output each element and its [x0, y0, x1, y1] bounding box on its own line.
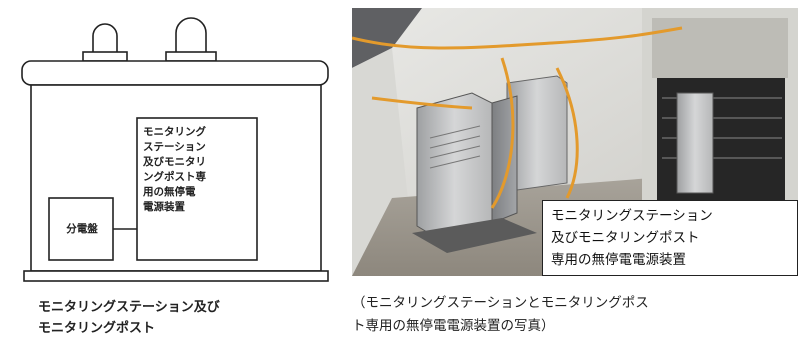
- station-schematic: [21, 17, 329, 282]
- ups-label: モニタリング ステーション 及びモニタリ ングポスト専 用の無停電 電源装置: [143, 126, 206, 213]
- distribution-board: [48, 197, 114, 261]
- roof-antenna-left: [82, 23, 128, 62]
- station-base: [23, 270, 329, 282]
- photo-caption: （モニタリングステーションとモニタリングポス ト専用の無停電電源装置の写真）: [352, 295, 649, 334]
- distribution-board-label: 分電盤: [66, 223, 98, 235]
- roof-antenna-right: [165, 17, 217, 62]
- diagram-caption: モニタリングステーション及び モニタリングポスト: [38, 300, 220, 336]
- photo-label: モニタリングステーション 及びモニタリングポスト 専用の無停電電源装置: [542, 200, 798, 276]
- station-roof: [21, 60, 329, 86]
- ups-photo: モニタリングステーション 及びモニタリングポスト 専用の無停電電源装置: [352, 8, 798, 276]
- station-diagram: 分電盤 モニタリング ステーション 及びモニタリ ングポスト専 用の無停電 電源…: [0, 0, 330, 342]
- ups-box: [136, 117, 258, 261]
